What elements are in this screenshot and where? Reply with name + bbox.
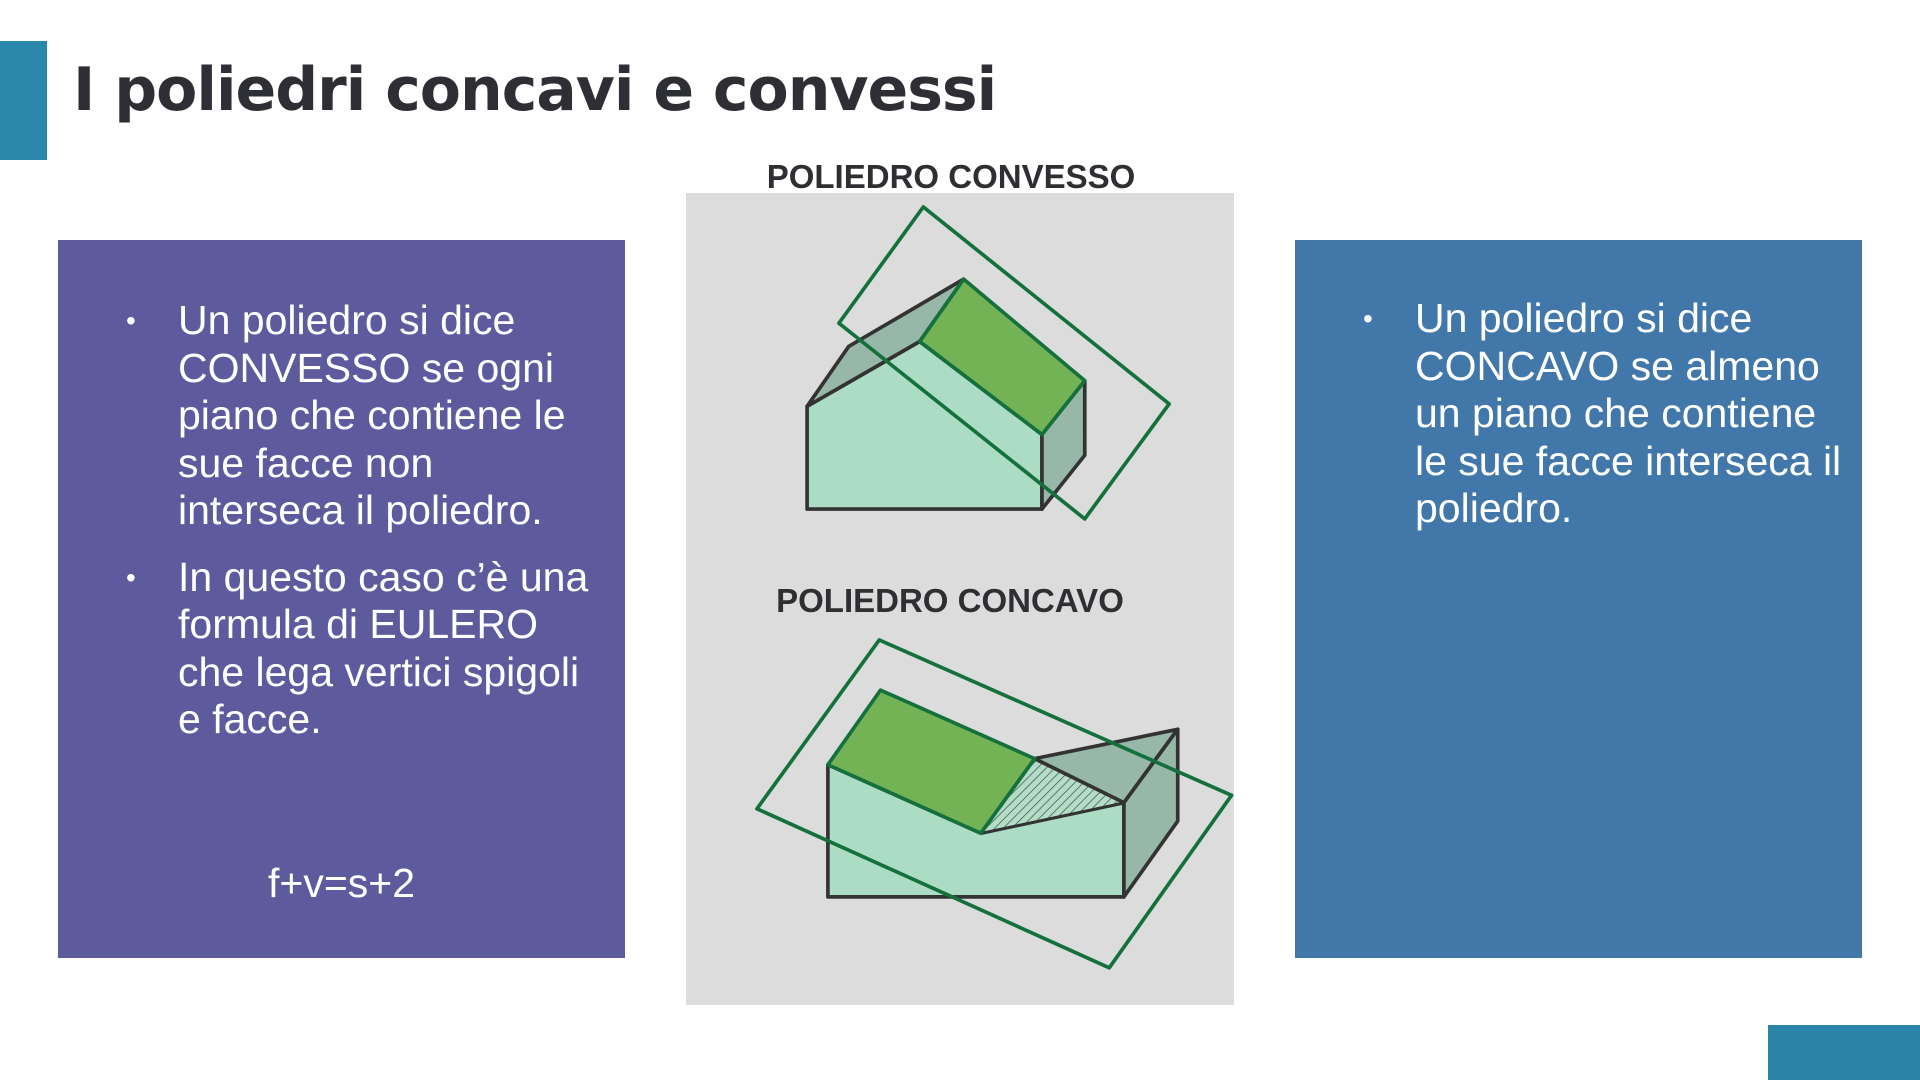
- slide-title: I poliedri concavi e convessi: [73, 55, 997, 125]
- concave-label: POLIEDRO CONCAVO: [776, 582, 1124, 619]
- concave-definition-box: • Un poliedro si dice CONCAVO se almeno u…: [1295, 240, 1862, 958]
- bullet-icon: •: [126, 561, 136, 593]
- convex-polyhedron: [805, 205, 1172, 521]
- bullet-item: • Un poliedro si dice CONCAVO se almeno u…: [1295, 295, 1842, 533]
- bullet-text: Un poliedro si dice CONCAVO se almeno un…: [1415, 295, 1842, 531]
- polyhedra-illustration: [755, 205, 1234, 970]
- footer-tab: [1768, 1025, 1920, 1080]
- polyhedra-figure: [686, 193, 1234, 1005]
- convex-definition-box: • Un poliedro si dice CONVESSO se ogni pi…: [58, 240, 625, 958]
- concave-polyhedron: [755, 638, 1234, 970]
- bullet-icon: •: [126, 305, 136, 336]
- convex-label: POLIEDRO CONVESSO: [766, 158, 1136, 195]
- bullet-icon: •: [1363, 303, 1373, 334]
- bullet-item: • In questo caso c’è una formula di EULER…: [58, 554, 605, 744]
- bullet-text: In questo caso c’è una formula di EULERO…: [178, 553, 589, 743]
- bullet-text: Un poliedro si dice CONVESSO se ogni pia…: [178, 297, 566, 533]
- euler-formula: f+v=s+2: [268, 860, 416, 906]
- bullet-item: • Un poliedro si dice CONVESSO se ogni pi…: [58, 297, 605, 535]
- title-accent-bar: [0, 41, 47, 160]
